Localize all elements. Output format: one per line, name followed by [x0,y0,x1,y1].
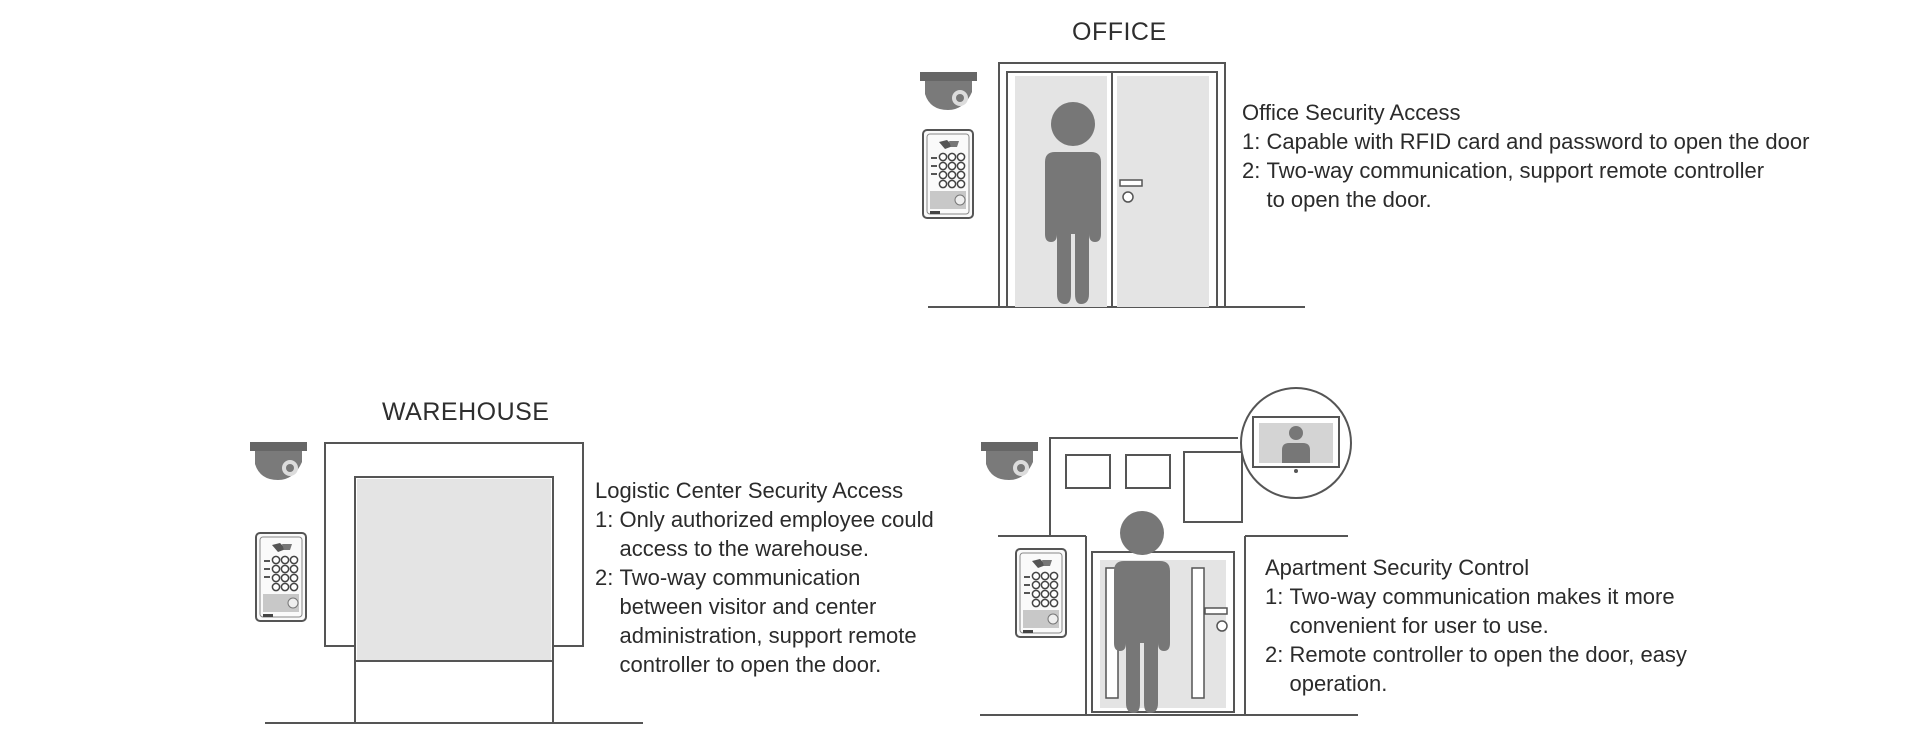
keypad-icon [255,532,307,622]
keypad-icon [1015,548,1067,638]
dome-camera-icon [981,442,1038,480]
item-line: operation. [1289,671,1388,696]
office-item-2: 2: Two-way communication, support remote… [1242,156,1862,214]
office-heading: Office Security Access [1242,100,1461,125]
item-line: Two-way communication makes it more [1289,584,1675,609]
dome-camera-icon [250,442,307,480]
apartment-item-1: 1: Two-way communication makes it more c… [1265,582,1785,640]
office-illustration [920,62,1305,308]
item-line: Two-way communication, support remote co… [1266,158,1765,183]
apartment-illustration [980,387,1358,716]
warehouse-item-2: 2: Two-way communication between visitor… [595,563,975,679]
warehouse-illustration [250,442,643,724]
item-line: Capable with RFID card and password to o… [1266,129,1810,154]
item-line: convenient for user to use. [1289,613,1549,638]
warehouse-heading: Logistic Center Security Access [595,478,904,503]
warehouse-description: Logistic Center Security Access 1: Only … [595,476,975,679]
item-line: access to the warehouse. [619,536,869,561]
item-line: to open the door. [1266,187,1432,212]
keypad-icon [922,129,974,219]
item-line: Only authorized employee could [619,507,934,532]
apartment-description: Apartment Security Control 1: Two-way co… [1265,553,1785,698]
item-line: Remote controller to open the door, easy [1289,642,1687,667]
item-number: 1: [1242,129,1267,154]
warehouse-title: WAREHOUSE [382,398,550,426]
monitor-icon [1240,387,1352,499]
item-number: 1: [1265,584,1290,609]
item-number: 1: [595,507,620,532]
apartment-heading: Apartment Security Control [1265,555,1530,580]
item-number: 2: [595,565,620,590]
item-line: Two-way communication [619,565,861,590]
item-line: controller to open the door. [619,652,882,677]
item-line: between visitor and center [619,594,877,619]
item-number: 2: [1265,642,1290,667]
office-description: Office Security Access 1: Capable with R… [1242,98,1862,214]
warehouse-item-1: 1: Only authorized employee could access… [595,505,975,563]
item-line: administration, support remote [619,623,917,648]
item-number: 2: [1242,158,1267,183]
apartment-item-2: 2: Remote controller to open the door, e… [1265,640,1785,698]
office-title: OFFICE [1072,18,1167,46]
dome-camera-icon [920,72,977,110]
office-item-1: 1: Capable with RFID card and password t… [1242,127,1862,156]
